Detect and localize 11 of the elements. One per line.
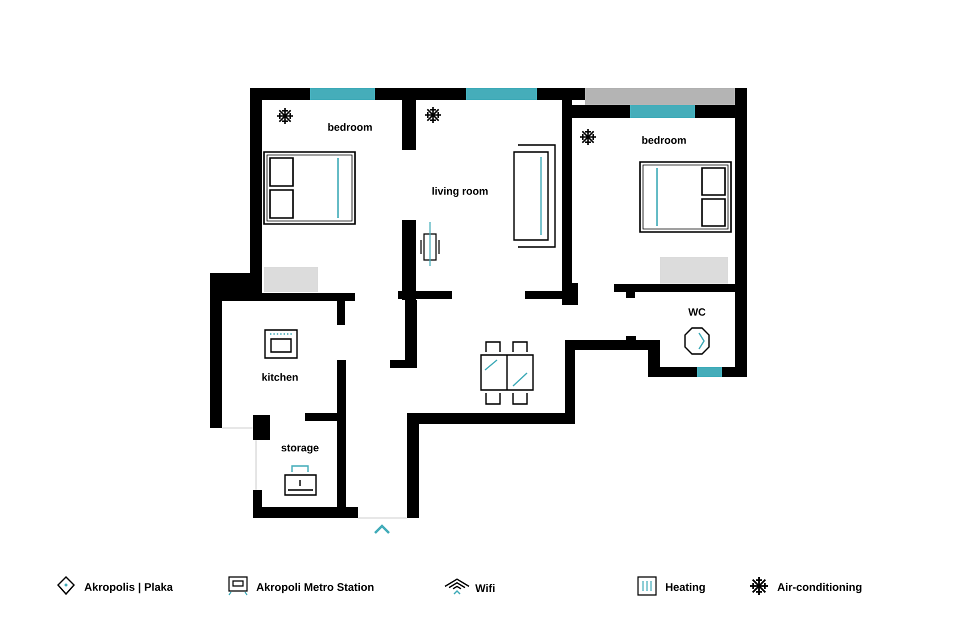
room-label: bedroom	[642, 136, 686, 144]
legend-label: Akropoli Metro Station	[256, 582, 374, 594]
room-label: storage	[281, 444, 319, 454]
legend-label: Wifi	[475, 584, 494, 592]
legend-label: Akropolis | Plaka	[84, 582, 173, 594]
room-label: living room	[432, 187, 488, 197]
legend-label: Heating	[666, 582, 705, 594]
room-label: kitchen	[262, 373, 298, 381]
room-label: bedroom	[328, 123, 372, 131]
room-label: WC	[688, 308, 706, 316]
legend-label: Air-conditioning	[777, 582, 862, 594]
